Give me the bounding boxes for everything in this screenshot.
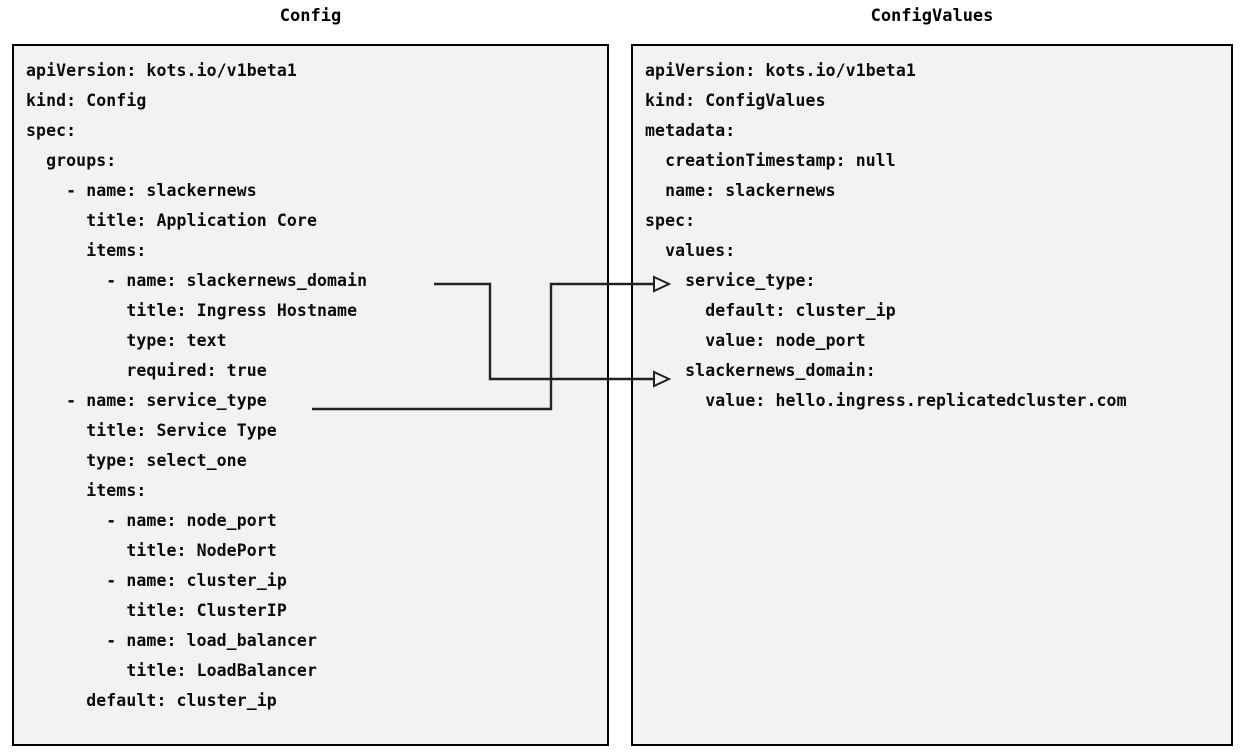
configvalues-yaml-line-10: slackernews_domain: xyxy=(645,361,876,380)
config-panel-title: Config xyxy=(279,6,342,26)
configvalues-yaml-line-7: service_type: xyxy=(645,271,816,290)
configvalues-panel-title: ConfigValues xyxy=(870,6,994,26)
config-yaml-line-8: title: Ingress Hostname xyxy=(26,301,358,320)
configvalues-yaml-line-8: default: cluster_ip xyxy=(645,301,896,320)
config-yaml-line-4: - name: slackernews xyxy=(26,181,257,200)
configvalues-yaml-line-6: values: xyxy=(645,241,736,260)
config-yaml-line-11: - name: service_type xyxy=(26,391,267,410)
config-yaml-line-20: title: LoadBalancer xyxy=(26,661,317,680)
configvalues-yaml-line-5: spec: xyxy=(645,211,696,230)
config-yaml-line-14: items: xyxy=(26,481,147,500)
config-yaml-line-12: title: Service Type xyxy=(26,421,277,440)
configvalues-yaml-line-0: apiVersion: kots.io/v1beta1 xyxy=(645,61,916,80)
config-yaml-block: apiVersion: kots.io/v1beta1 kind: Config s… xyxy=(14,46,367,716)
config-yaml-line-0: apiVersion: kots.io/v1beta1 xyxy=(26,61,297,80)
configvalues-yaml-line-9: value: node_port xyxy=(645,331,866,350)
configvalues-yaml-line-2: metadata: xyxy=(645,121,736,140)
configvalues-panel: apiVersion: kots.io/v1beta1 kind: ConfigV… xyxy=(631,44,1233,746)
config-yaml-line-19: - name: load_balancer xyxy=(26,631,317,650)
configvalues-yaml-line-3: creationTimestamp: null xyxy=(645,151,896,170)
config-yaml-line-15: - name: node_port xyxy=(26,511,277,530)
configvalues-yaml-block: apiVersion: kots.io/v1beta1 kind: ConfigV… xyxy=(633,46,1127,416)
config-yaml-line-18: title: ClusterIP xyxy=(26,601,287,620)
configvalues-yaml-line-11: value: hello.ingress.replicatedcluster.c… xyxy=(645,391,1127,410)
config-yaml-line-1: kind: Config xyxy=(26,91,147,110)
config-yaml-line-2: spec: xyxy=(26,121,77,140)
config-yaml-line-17: - name: cluster_ip xyxy=(26,571,287,590)
configvalues-yaml-line-4: name: slackernews xyxy=(645,181,836,200)
config-yaml-line-9: type: text xyxy=(26,331,227,350)
config-yaml-line-7: - name: slackernews_domain xyxy=(26,271,368,290)
config-panel: apiVersion: kots.io/v1beta1 kind: Config s… xyxy=(12,44,609,746)
config-yaml-line-21: default: cluster_ip xyxy=(26,691,277,710)
config-yaml-line-5: title: Application Core xyxy=(26,211,317,230)
config-yaml-line-10: required: true xyxy=(26,361,267,380)
config-yaml-line-6: items: xyxy=(26,241,147,260)
configvalues-yaml-line-1: kind: ConfigValues xyxy=(645,91,826,110)
config-yaml-line-16: title: NodePort xyxy=(26,541,277,560)
config-yaml-line-13: type: select_one xyxy=(26,451,247,470)
config-yaml-line-3: groups: xyxy=(26,151,117,170)
